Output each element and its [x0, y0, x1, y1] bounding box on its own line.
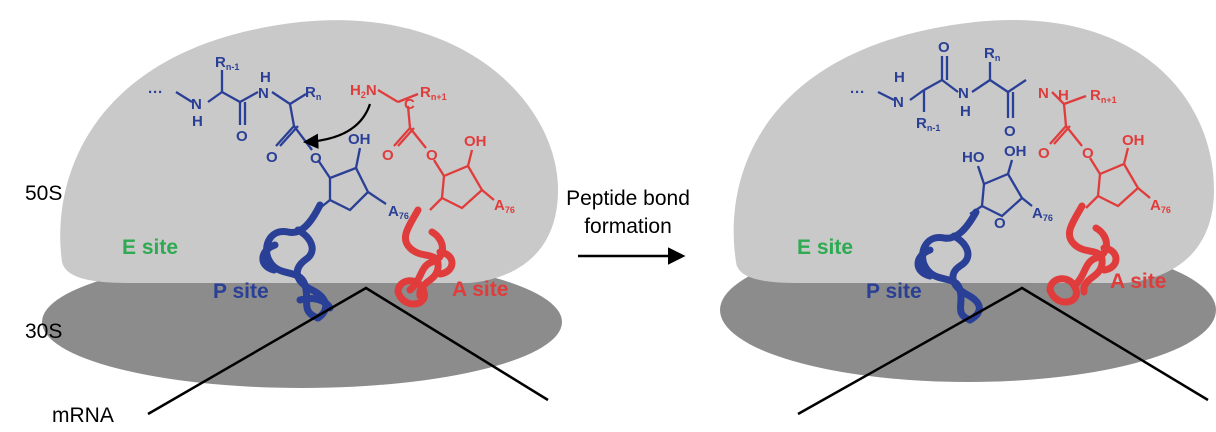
oh-label-before: OH [348, 131, 371, 148]
a-site-label-before: A site [452, 278, 508, 301]
label-30s: 30S [25, 320, 62, 343]
a76-label-before: A76 [388, 203, 409, 221]
ho-label-after: HO [962, 149, 985, 166]
chain-dots-after: ··· [850, 84, 865, 101]
h-label-3-after: H [1058, 87, 1069, 104]
r-next-after: Rn+1 [1090, 87, 1117, 105]
peptide-structure-after-red [1049, 91, 1151, 209]
oh-label-amino-before: OH [464, 133, 487, 150]
large-subunit-50s-before [60, 20, 558, 284]
o-label-2-amino-before: O [426, 147, 438, 164]
e-site-label-before: E site [122, 236, 178, 259]
peptide-structure-after-blue [877, 56, 1027, 118]
small-subunit-30s-before [42, 256, 562, 388]
arrow-label-line2: formation [584, 215, 672, 238]
a-site-trna-after [1046, 202, 1120, 306]
nucleophilic-attack-arrow [302, 103, 372, 149]
p-site-trna-before [259, 201, 334, 322]
r-prev-before: Rn-1 [215, 54, 239, 72]
label-mrna: mRNA [52, 404, 114, 427]
r-n-after: Rn [984, 45, 1000, 63]
a-site-label-after: A site [1110, 270, 1166, 293]
o-label-1-after: O [938, 39, 950, 56]
oh-label-after: OH [1122, 132, 1145, 149]
o-label-1-before: O [236, 128, 248, 145]
n-label-3-after: N [1038, 85, 1049, 102]
peptidyl-structure-before [175, 70, 387, 212]
n-label-2-after: N [958, 85, 969, 102]
e-site-label-after: E site [797, 236, 853, 259]
h-label-2-after: H [960, 103, 971, 120]
p-site-label-after: P site [866, 280, 922, 303]
large-subunit-50s-after [733, 20, 1214, 283]
chain-dots-before: ··· [148, 84, 163, 101]
h2n-label-before: H2N [350, 82, 377, 100]
h-label-1-after: N [893, 94, 904, 111]
a-site-trna-before [394, 206, 456, 308]
mrna-strand-before [147, 286, 549, 416]
mrna-strand-after [797, 286, 1209, 416]
h-label-1-before: H [192, 113, 203, 130]
o-label-2-before: O [266, 149, 278, 166]
a76-label-after: A76 [1150, 197, 1171, 215]
aminoacyl-structure-before [377, 89, 495, 211]
o-label-2-after: O [1004, 123, 1016, 140]
o-label-1-amino-before: O [382, 147, 394, 164]
o-label-ring-after: O [994, 215, 1006, 232]
p-site-label-before: P site [213, 280, 269, 303]
n-label-1-after: H [894, 69, 905, 86]
arrow-label-line1: Peptide bond [566, 187, 690, 210]
r-prev-after: Rn-1 [916, 115, 940, 133]
n-label-1-before: N [191, 96, 202, 113]
ribosome-before: ··· N H Rn-1 O N H Rn O O OH A76 [42, 20, 562, 416]
transition-arrow: Peptide bond formation [566, 187, 690, 265]
o-label-4-after: O [1082, 145, 1094, 162]
o-label-3-before: O [310, 150, 322, 167]
r-next-before: Rn+1 [420, 84, 447, 102]
p-trna-ribose-after [969, 159, 1033, 218]
a76-label-amino-before: A76 [494, 197, 515, 215]
oh-label-p-after: OH [1004, 143, 1027, 160]
h-label-2-before: H [260, 69, 271, 86]
o-label-3-after: O [1038, 145, 1050, 162]
ribosome-after: ··· H N Rn-1 O N H Rn O N H Rn+ [720, 20, 1216, 416]
p-site-trna-after [914, 208, 983, 324]
n-label-2-before: N [258, 85, 269, 102]
label-50s: 50S [25, 182, 62, 205]
c-label-before: C [404, 96, 415, 113]
r-n-before: Rn [305, 84, 321, 102]
a76-label-p-after: A76 [1032, 205, 1053, 223]
